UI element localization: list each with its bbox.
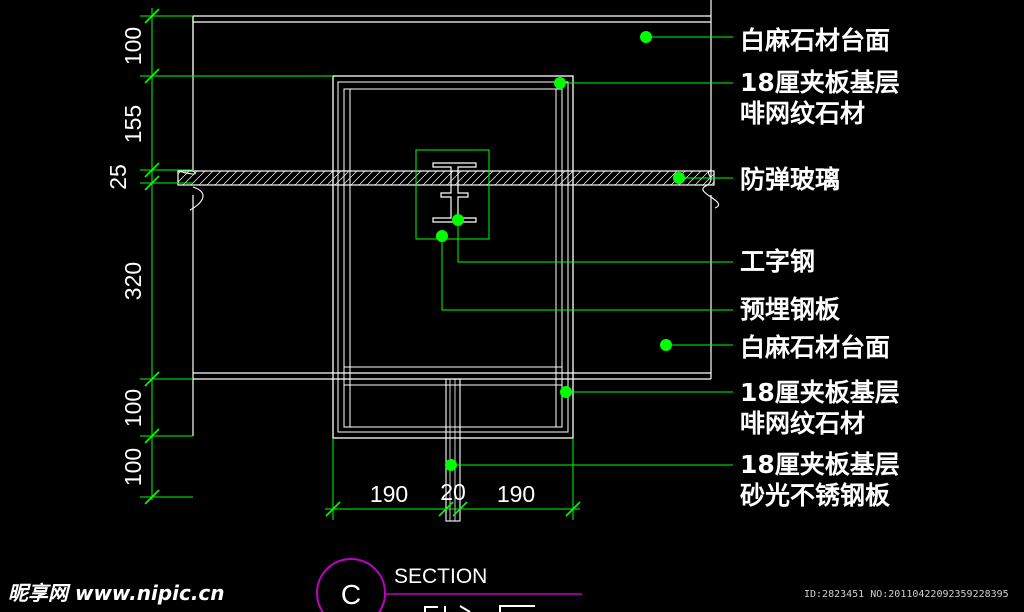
callout-label-5: 预埋钢板: [740, 295, 840, 324]
leader-lines: [441, 36, 733, 466]
callout-dots: [436, 31, 685, 471]
watermark-logo: 昵享网 www.nipic.cn: [8, 581, 225, 605]
callout-label-7b: 啡网纹石材: [740, 409, 865, 438]
dim-h-190-right: 190: [497, 481, 535, 507]
dimension-tick: [144, 175, 160, 191]
dim-v-320: 320: [120, 262, 146, 300]
callout-label-6: 白麻石材台面: [740, 333, 890, 362]
dimension-tick: [325, 501, 341, 517]
structure-outlines: [177, 0, 719, 522]
section-letter: C: [341, 579, 361, 610]
section-title: SECTION: [394, 565, 487, 588]
dimension-tick: [144, 428, 160, 444]
callout-label-2a: 18厘夹板基层: [740, 68, 900, 97]
dimension-tick: [438, 501, 454, 517]
callout-label-8a: 18厘夹板基层: [740, 450, 900, 479]
dim-v-100-mid: 100: [120, 389, 146, 427]
dim-v-25: 25: [105, 164, 131, 190]
watermark: 昵享网 www.nipic.cn ID:2823451 NO:201104220…: [8, 581, 1009, 605]
dim-v-100-bottom: 100: [120, 448, 146, 486]
dimension-lines: [140, 8, 580, 520]
horizontal-dimension-labels: 190 20 190: [370, 479, 535, 507]
dimension-ticks: [144, 8, 581, 517]
callout-labels: 白麻石材台面 18厘夹板基层 啡网纹石材 防弹玻璃 工字钢 预埋钢板 白麻石材台…: [740, 26, 900, 510]
section-marker: C SECTION: [316, 558, 582, 612]
dimension-tick: [565, 501, 581, 517]
callout-label-8b: 砂光不锈钢板: [740, 481, 890, 510]
dimension-tick: [144, 371, 160, 387]
callout-label-2b: 啡网纹石材: [740, 99, 865, 128]
dimension-tick: [144, 8, 160, 24]
callout-label-1: 白麻石材台面: [740, 26, 890, 55]
dimension-tick: [144, 68, 160, 84]
callout-label-7a: 18厘夹板基层: [740, 378, 900, 407]
vertical-dimension-labels: 100 155 25 320 100 100: [105, 27, 146, 486]
callout-label-4: 工字钢: [740, 247, 815, 276]
dimension-tick: [144, 162, 160, 178]
dim-v-100-top: 100: [120, 27, 146, 65]
dim-h-190-left: 190: [370, 481, 408, 507]
dimension-tick: [452, 501, 468, 517]
dim-v-155: 155: [120, 105, 146, 143]
section-circle: [316, 558, 386, 612]
dim-h-20: 20: [440, 479, 466, 505]
callout-label-3: 防弹玻璃: [740, 165, 840, 194]
section-subtitle-fragment: [424, 605, 535, 612]
dimension-tick: [144, 489, 160, 505]
watermark-id: ID:2823451 NO:20110422092359228395: [804, 589, 1009, 600]
